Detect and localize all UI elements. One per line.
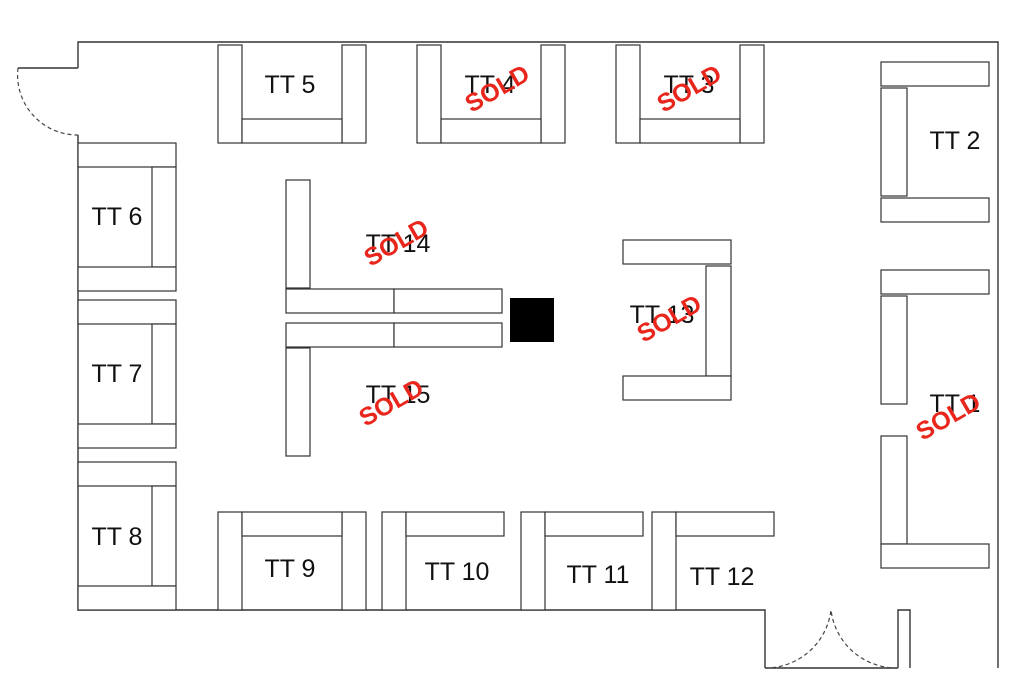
booth-label-tt3: TT 3 [664,71,715,99]
booth-label-tt13: TT 13 [630,301,695,329]
booth-tt13[interactable] [622,239,732,401]
booth-label-tt2: TT 2 [930,127,981,155]
booth-label-tt7: TT 7 [92,360,143,388]
booth-label-tt1: TT 1 [930,390,981,418]
booth-label-tt12: TT 12 [690,563,755,591]
sold-stamp-tt14: SOLD [359,213,433,272]
booth-tt11[interactable] [520,511,644,611]
sold-stamp-tt3: SOLD [652,59,726,118]
booth-tt3[interactable] [615,44,765,144]
sold-stamp-tt4: SOLD [460,59,534,118]
exit-double-door [764,609,899,669]
booth-label-tt4: TT 4 [465,71,516,99]
booth-labels: TT 5 TT 4 TT 3 TT 2 TT 1 TT 6 TT 7 TT 8 … [92,71,981,591]
booth-tt8[interactable] [77,461,177,611]
booth-tt9[interactable] [217,511,367,611]
booth-label-tt9: TT 9 [265,555,316,583]
booth-tt14[interactable] [285,179,503,314]
booth-label-tt11: TT 11 [567,561,630,589]
booth-tt7[interactable] [77,299,177,449]
booth-label-tt5: TT 5 [265,71,316,99]
booth-tt12[interactable] [651,511,775,611]
booth-tt10[interactable] [381,511,505,611]
walls [18,41,999,669]
entrance-door [16,67,79,136]
pillar [510,298,554,342]
booth-tt4[interactable] [416,44,566,144]
booth-tt2[interactable] [880,61,990,223]
booth-label-tt6: TT 6 [92,203,143,231]
booth-tt1[interactable] [880,269,990,569]
booth-label-tt14: TT 14 [366,230,431,258]
booth-tt5[interactable] [217,44,367,144]
booth-label-tt10: TT 10 [425,558,490,586]
booth-tt15[interactable] [285,322,503,457]
booth-label-tt15: TT 15 [366,381,431,409]
booth-label-tt8: TT 8 [92,523,143,551]
sold-stamp-tt13: SOLD [632,289,706,348]
booth-tt6[interactable] [77,142,177,292]
